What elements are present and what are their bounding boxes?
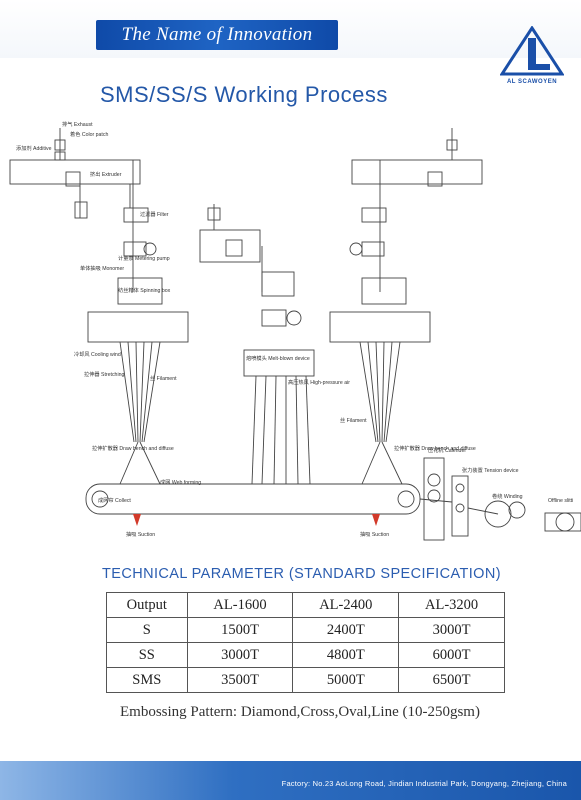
process-diagram: 排气 Exhaust 着色 Color patch 添加剂 Additive 挤… [9, 120, 581, 541]
table-cell: SMS [106, 667, 188, 693]
table-row: S 1500T 2400T 3000T [106, 617, 505, 643]
slogan-bar [96, 20, 338, 50]
table-cell: 4800T [292, 642, 400, 668]
label-tension-device: 张力装置 Tension device [462, 466, 519, 474]
technical-parameter-table: Output AL-1600 AL-2400 AL-3200 S 1500T 2… [106, 592, 505, 693]
page-title: SMS/SS/S Working Process [100, 82, 388, 107]
label-filament-left: 丝 Filament [150, 374, 177, 382]
label-drawbench-right: 拉伸扩散器 Draw bench and diffuse [394, 444, 476, 452]
table-cell: SS [106, 642, 188, 668]
table-cell: 3000T [398, 617, 505, 643]
table-cell: 3500T [186, 667, 294, 693]
table-header-row: Output AL-1600 AL-2400 AL-3200 [106, 592, 505, 618]
label-winding: 卷绕 Winding [492, 492, 523, 500]
table-header-cell: AL-3200 [398, 592, 505, 618]
table-cell: 3000T [186, 642, 294, 668]
label-extruder-left: 挤出 Extruder [90, 170, 122, 178]
table-cell: S [106, 617, 188, 643]
label-meltblown: 熔喷模头 Melt-blown device [246, 354, 310, 362]
label-metering-left: 计量泵 Metering pump [118, 254, 170, 262]
label-suction-left: 抽吸 Suction [126, 530, 155, 538]
company-logo-icon [500, 26, 564, 76]
logo-text: AL SCAWOYEN [506, 79, 558, 85]
label-filament-right: 丝 Filament [340, 416, 367, 424]
footer-bar: Factory: No.23 AoLong Road, Jindian Indu… [0, 761, 581, 800]
table-cell: 2400T [292, 617, 400, 643]
label-offline-slitting: Offline slitti [548, 498, 573, 504]
label-filter-left: 过滤器 Filter [140, 210, 169, 218]
label-exhaust-left: 排气 Exhaust [62, 120, 93, 128]
table-row: SMS 3500T 5000T 6500T [106, 667, 505, 693]
label-additive-left: 添加剂 Additive [16, 144, 52, 152]
suction-arrows [133, 514, 380, 526]
technical-parameter-title: TECHNICAL PARAMETER (STANDARD SPECIFICAT… [102, 566, 501, 582]
label-calender: 压花机 Calender [428, 446, 466, 454]
label-color-patch-left: 着色 Color patch [70, 130, 108, 138]
label-suction-right: 抽吸 Suction [360, 530, 389, 538]
label-webforming-left: 成网 Web forming [160, 478, 201, 486]
label-cooling-left: 冷却风 Cooling wind [74, 350, 121, 358]
label-spinning-left: 纺丝箱体 Spinning box [118, 286, 171, 294]
table-header-cell: AL-1600 [186, 592, 294, 618]
embossing-pattern-text: Embossing Pattern: Diamond,Cross,Oval,Li… [120, 704, 480, 720]
footer-address: Factory: No.23 AoLong Road, Jindian Indu… [281, 779, 567, 788]
table-cell: 6000T [398, 642, 505, 668]
table-row: SS 3000T 4800T 6000T [106, 642, 505, 668]
table-cell: 1500T [186, 617, 294, 643]
table-header-cell: Output [106, 592, 188, 618]
left-extruder-hopper [65, 171, 81, 187]
left-extruder-body [9, 159, 141, 185]
label-drawbench-left: 拉伸扩散器 Draw bench and diffuse [92, 444, 174, 452]
label-collect-left: 成网帘 Collect [98, 496, 131, 504]
table-header-cell: AL-2400 [292, 592, 400, 618]
label-monomer-left: 单体抽吸 Monomer [80, 264, 124, 272]
label-stretching-left: 拉伸器 Stretching [84, 370, 124, 378]
label-high-pressure-air: 高压热风 High-pressure air [288, 378, 350, 386]
table-cell: 6500T [398, 667, 505, 693]
table-cell: 5000T [292, 667, 400, 693]
slogan-text: The Name of Innovation [121, 24, 313, 45]
